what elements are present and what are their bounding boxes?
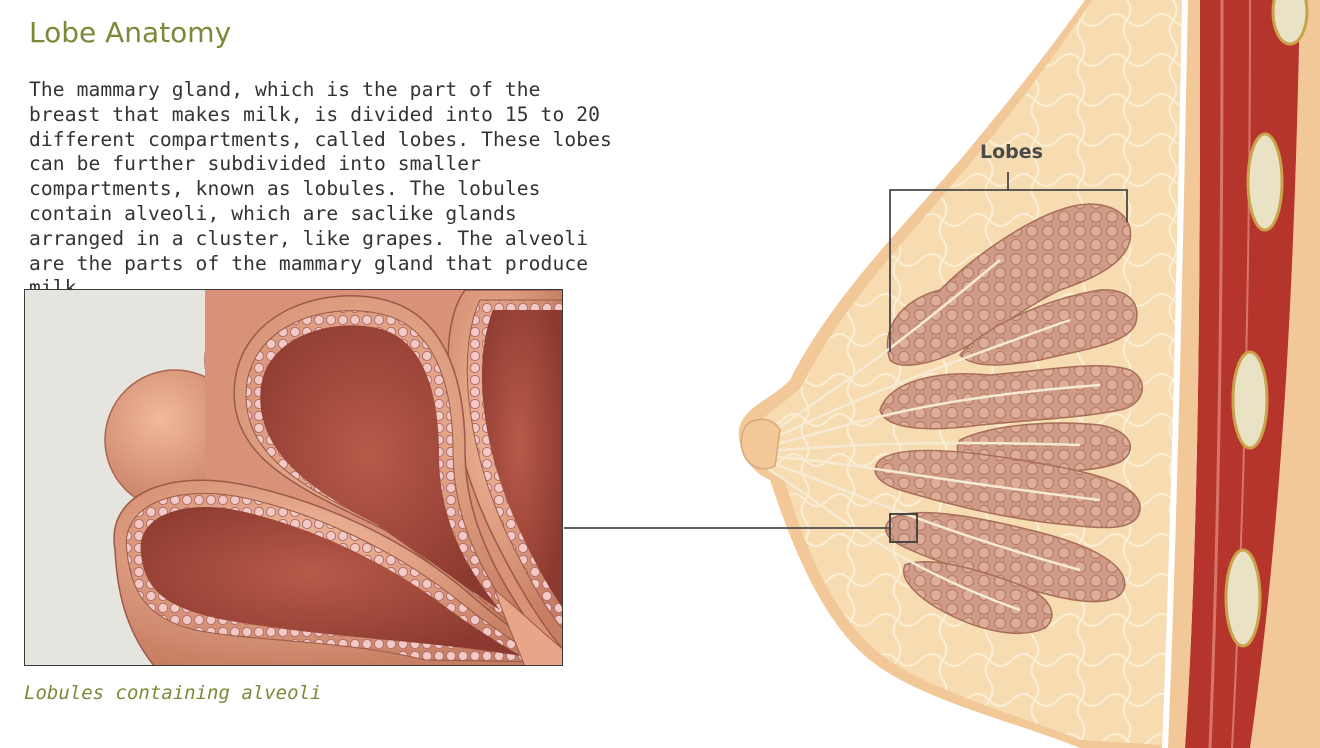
- pectoral-muscle: [1185, 0, 1300, 748]
- alveoli-illustration: [25, 290, 562, 665]
- page-title: Lobe Anatomy: [29, 16, 232, 49]
- rib: [1271, 0, 1309, 46]
- nipple: [740, 418, 781, 470]
- description-paragraph: The mammary gland, which is the part of …: [29, 78, 612, 300]
- lactiferous-duct: [493, 588, 562, 665]
- lactiferous-ducts: [759, 259, 1101, 612]
- rib: [1231, 350, 1269, 450]
- alveoli-inset-illustration: [24, 289, 563, 666]
- inset-caption: Lobules containing alveoli: [24, 682, 322, 704]
- chest-wall-skin: [1240, 0, 1320, 748]
- inset-marker-box: [889, 513, 918, 543]
- lobes-label: Lobes: [980, 141, 1043, 163]
- rib: [1224, 548, 1262, 648]
- rib: [1246, 132, 1284, 232]
- lobes: [874, 203, 1144, 635]
- lobes-callout-bracket: [889, 172, 1128, 352]
- fatty-tissue: [755, 0, 1185, 745]
- breast-skin: [738, 0, 1200, 748]
